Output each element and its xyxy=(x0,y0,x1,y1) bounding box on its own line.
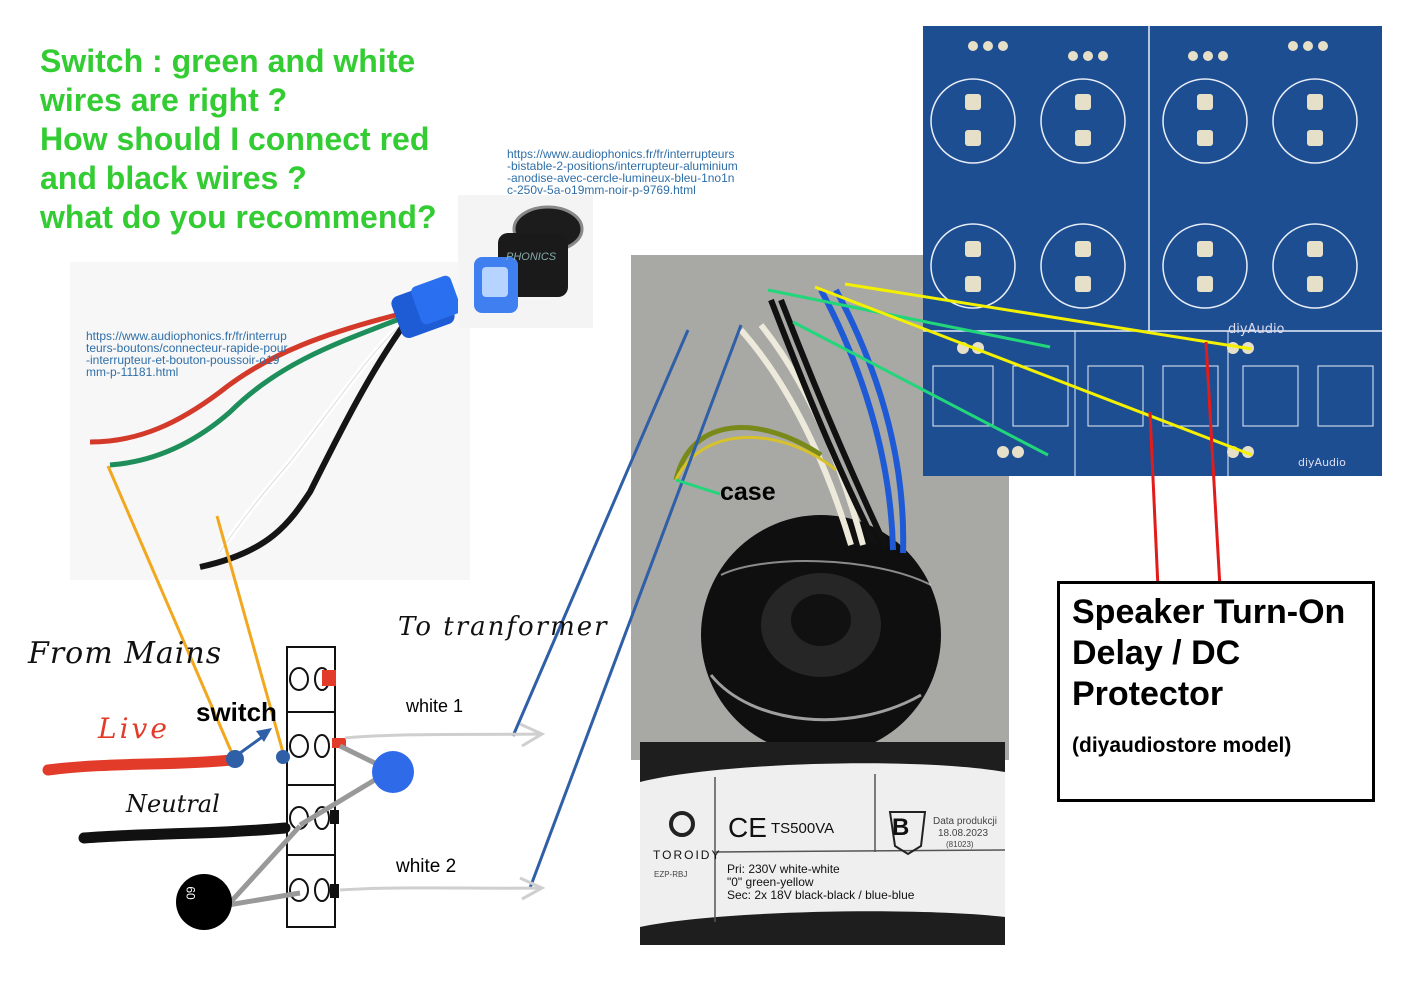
primary-spec: Pri: 230V white-white xyxy=(727,862,840,876)
yellow-wire-ac2b xyxy=(814,285,1253,457)
cert-mark: B xyxy=(892,814,910,841)
orange-pointer-green-wire xyxy=(106,465,236,759)
blue-pointer-white1 xyxy=(511,329,690,737)
connector-photo xyxy=(70,262,470,580)
transformer-label-photo: TOROIDY CE TS500VA B Data produkcji 18.0… xyxy=(640,742,1005,945)
switch-photo: PHONICS xyxy=(458,195,593,328)
secondary-spec: Sec: 2x 18V black-black / blue-blue xyxy=(727,888,915,902)
question-line: wires are right ? xyxy=(40,82,288,118)
production-date-code: (81023) xyxy=(946,840,974,849)
pcb-brand-label: diyAudio xyxy=(1228,322,1285,337)
case-label: case xyxy=(720,478,776,506)
red-line-dc-1 xyxy=(1148,411,1160,589)
live-label: Live xyxy=(98,712,170,745)
white2-wire xyxy=(339,886,541,892)
connector-url-link[interactable]: https://www.audiophonics.fr/fr/interrup … xyxy=(86,329,288,379)
transformer-model: TS500VA xyxy=(771,820,835,837)
pcb-photo xyxy=(923,26,1382,476)
question-text: Switch : green and white wires are right… xyxy=(40,42,480,237)
pcb-photo-art xyxy=(923,26,1382,476)
question-line: Switch : green and white xyxy=(40,43,416,79)
green-wire-ac1a xyxy=(767,288,1051,349)
question-line: what do you recommend? xyxy=(40,199,437,235)
white1-label: white 1 xyxy=(406,696,464,716)
production-date: 18.08.2023 xyxy=(938,828,989,839)
transformer-brand: TOROIDY xyxy=(653,848,722,862)
live-wire xyxy=(42,754,238,776)
white1-wire xyxy=(344,732,541,740)
ground-symbol-label: 60 xyxy=(183,886,198,900)
blue-pointer-white2 xyxy=(528,324,743,889)
neutral-wire xyxy=(78,822,291,844)
orange-pointer-white-wire xyxy=(215,515,286,757)
production-date-title: Data produkcji xyxy=(933,816,997,827)
from-mains-label: From Mains xyxy=(28,636,223,671)
switch-url-link[interactable]: https://www.audiophonics.fr/fr/interrupt… xyxy=(507,147,738,197)
blue-junction xyxy=(372,751,414,793)
switch-label: switch xyxy=(196,697,277,727)
switch-brand-watermark: PHONICS xyxy=(506,251,557,263)
ground-symbol xyxy=(176,874,232,930)
case-pointer xyxy=(675,478,721,496)
ground-spec: "0" green-yellow xyxy=(727,875,814,889)
connector-photo-art xyxy=(70,262,470,580)
ce-mark: CE xyxy=(728,812,767,843)
white2-label: white 2 xyxy=(396,856,457,877)
dc-protector-box: Speaker Turn-On Delay / DC Protector (di… xyxy=(1057,581,1375,802)
yellow-wire-ac2a xyxy=(844,282,1253,351)
to-transformer-label: To tranformer xyxy=(398,612,609,642)
question-line: How should I connect red xyxy=(40,121,430,157)
dc-protector-title: Speaker Turn-On Delay / DC Protector xyxy=(1072,593,1346,713)
question-line: and black wires ? xyxy=(40,160,307,196)
small-mark: EZP-RBJ xyxy=(654,870,688,879)
switch-photo-art xyxy=(458,195,593,328)
transformer-label-art xyxy=(640,742,1005,945)
green-wire-ac1b xyxy=(792,320,1049,457)
dc-protector-subtitle: (diyaudiostore model) xyxy=(1072,734,1292,757)
pcb-brand-label-2: diyAudio xyxy=(1298,456,1346,469)
red-line-dc-2 xyxy=(1204,341,1222,589)
neutral-label: Neutral xyxy=(126,790,220,818)
